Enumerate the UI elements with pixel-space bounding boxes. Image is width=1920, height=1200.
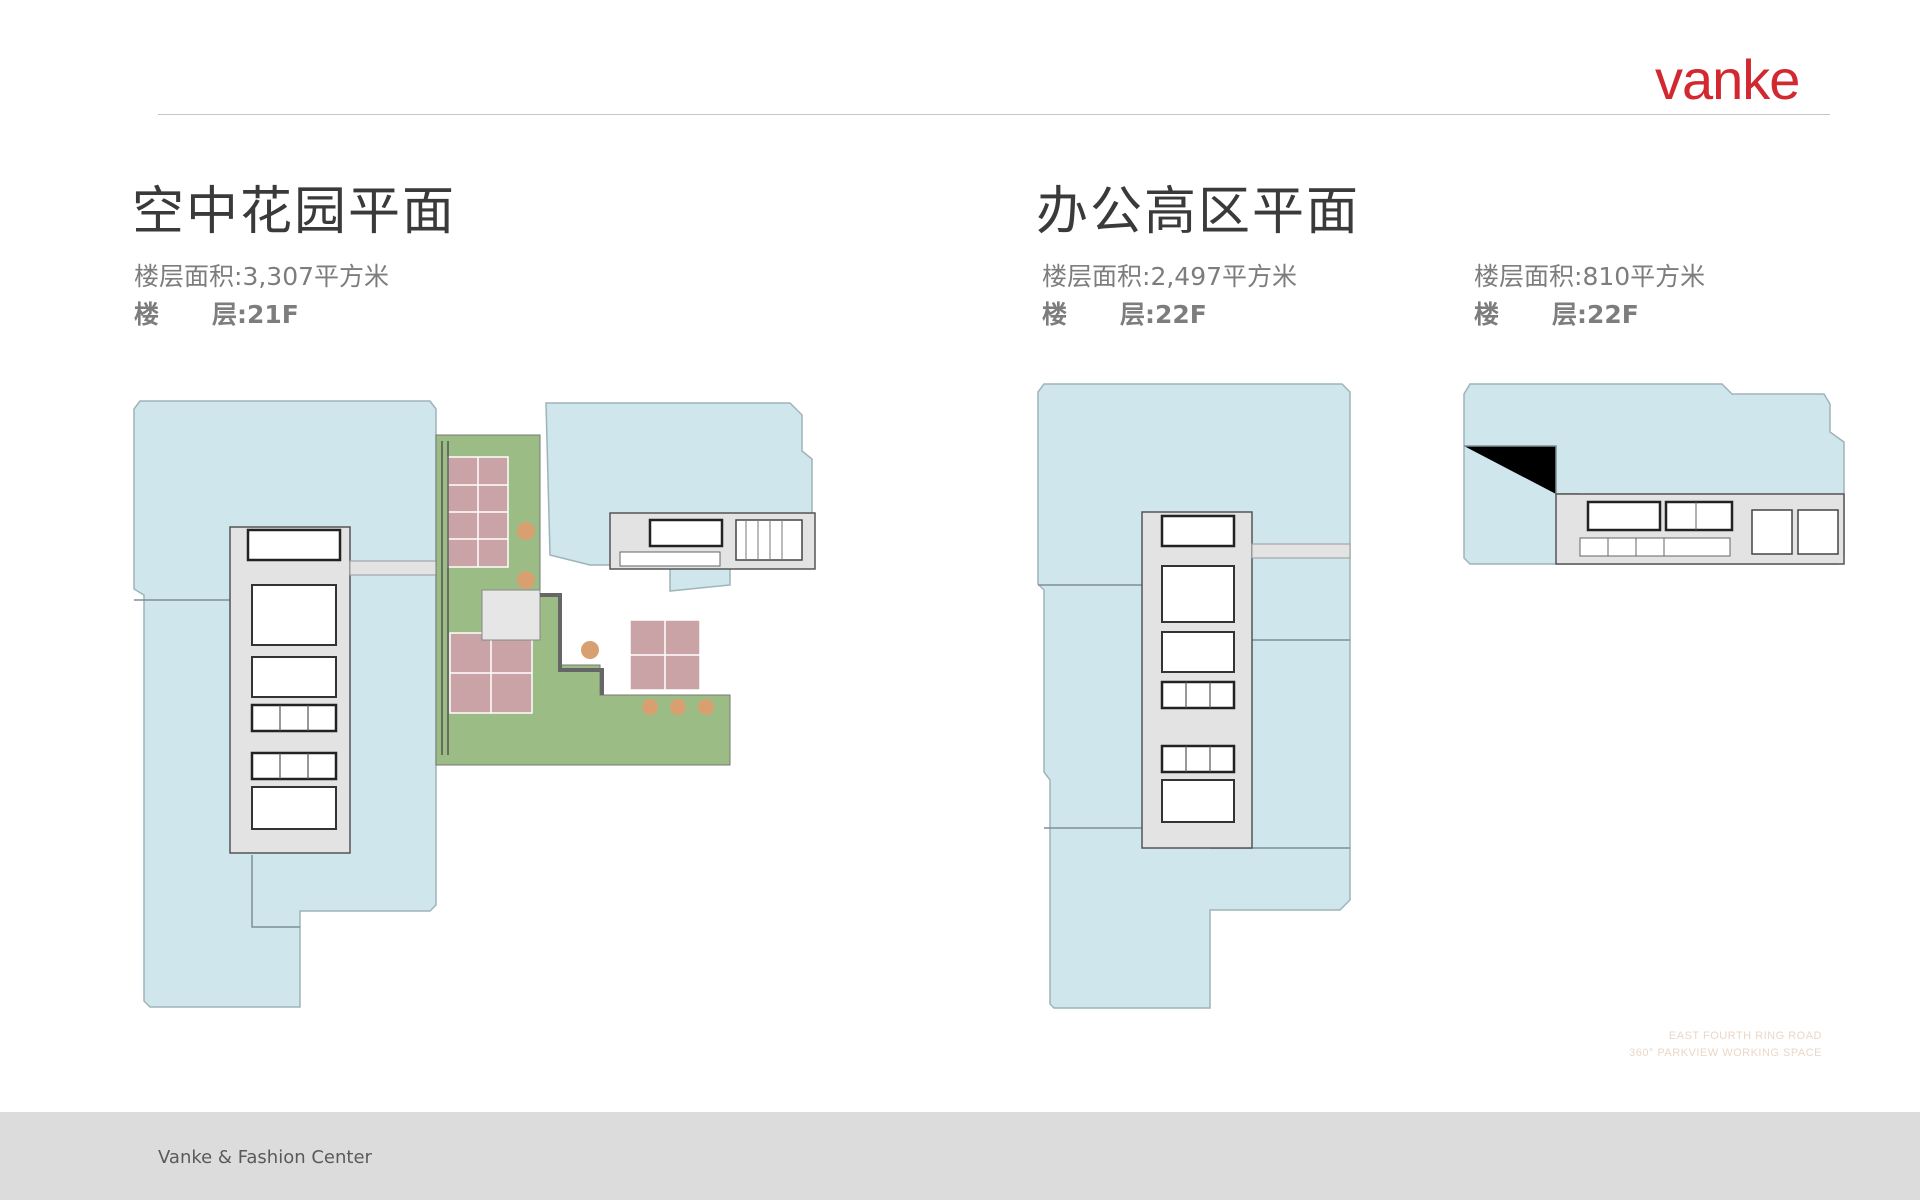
floor-area-sky-garden: 楼层面积:3,307平方米 — [134, 264, 389, 289]
office-area-right — [545, 402, 816, 592]
core-a — [1141, 511, 1351, 849]
floor-level-sky-garden: 楼 层:21F — [134, 302, 299, 327]
floor-area-value: 2,497平方米 — [1150, 262, 1298, 291]
floor-area-value: 3,307平方米 — [242, 262, 390, 291]
sky-garden-floor-plan-icon — [133, 400, 816, 1008]
floor-label-a: 楼 — [1474, 300, 1500, 329]
floor-area-label: 楼层面积: — [134, 262, 243, 291]
floor-area-office-b: 楼层面积:810平方米 — [1474, 264, 1705, 289]
header-divider — [158, 114, 1830, 115]
office-high-zone-b-floor-plan-icon — [1463, 383, 1845, 565]
core-b — [1555, 493, 1845, 565]
section-title-sky-garden: 空中花园平面 — [132, 182, 457, 242]
floor-value: 21F — [247, 300, 299, 329]
section-title-office-high-zone: 办公高区平面 — [1036, 182, 1361, 242]
office-high-zone-a-floor-plan-icon — [1037, 383, 1351, 1009]
floor-label-b: 层: — [1120, 300, 1155, 329]
garden-area — [435, 434, 731, 766]
floor-area-office-a: 楼层面积:2,497平方米 — [1042, 264, 1297, 289]
floor-label-a: 楼 — [134, 300, 160, 329]
core-left — [229, 526, 437, 854]
vanke-logo: vanke — [1655, 48, 1800, 111]
floor-label-a: 楼 — [1042, 300, 1068, 329]
floor-label-b: 层: — [1552, 300, 1587, 329]
footer-bar: Vanke & Fashion Center — [0, 1112, 1920, 1200]
floor-value: 22F — [1155, 300, 1207, 329]
credit-line-2: 360° PARKVIEW WORKING SPACE — [1629, 1047, 1822, 1059]
floor-level-office-b: 楼 层:22F — [1474, 302, 1639, 327]
floor-level-office-a: 楼 层:22F — [1042, 302, 1207, 327]
credit-line-1: EAST FOURTH RING ROAD — [1668, 1030, 1822, 1042]
floor-area-label: 楼层面积: — [1474, 262, 1583, 291]
floor-value: 22F — [1587, 300, 1639, 329]
floor-area-label: 楼层面积: — [1042, 262, 1151, 291]
floor-area-value: 810平方米 — [1582, 262, 1706, 291]
floor-label-b: 层: — [212, 300, 247, 329]
footer-text: Vanke & Fashion Center — [158, 1147, 372, 1168]
